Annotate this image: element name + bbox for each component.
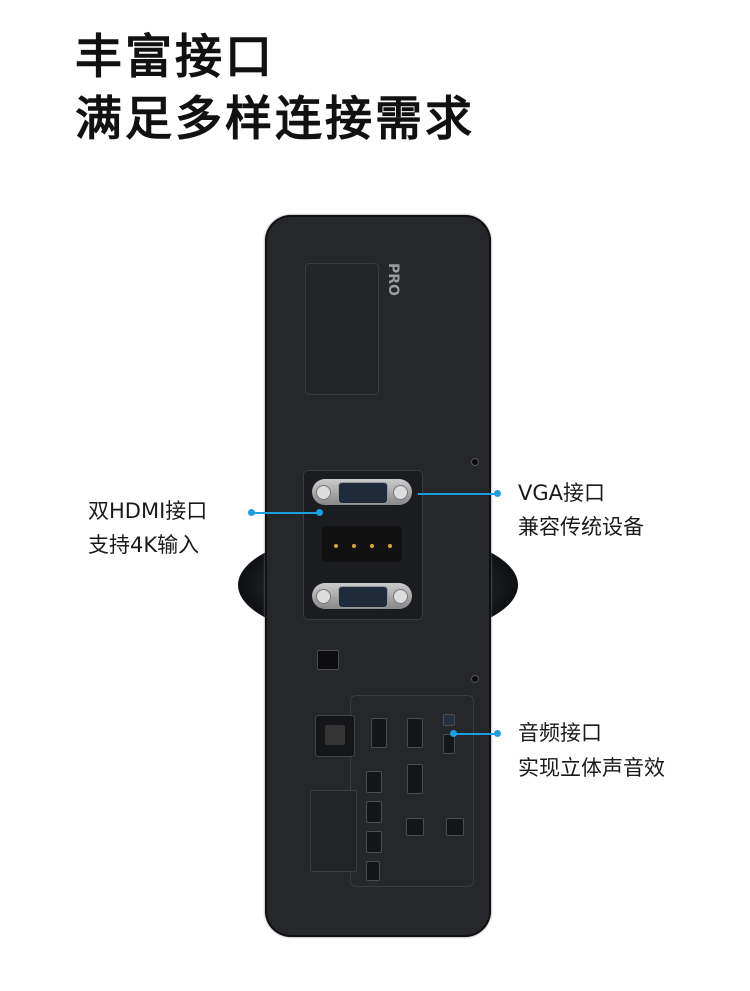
- hdmi-port: [366, 801, 382, 823]
- screw-hole: [471, 675, 479, 683]
- label-area: [305, 263, 379, 395]
- hdmi-title: 双HDMI接口: [88, 499, 208, 523]
- hdmi-leader-line: [252, 512, 320, 514]
- audio-dot: [494, 730, 501, 737]
- hdmi-port: [366, 771, 382, 793]
- screw-hole: [471, 458, 479, 466]
- vga-leader-line: [418, 493, 498, 495]
- usb-b-port: [446, 818, 464, 836]
- usb-port: [366, 861, 380, 881]
- hdmi-port-1: [312, 479, 412, 505]
- vga-port: [407, 718, 423, 748]
- audio-leader-line: [454, 733, 498, 735]
- serial-port: [371, 718, 387, 748]
- sensor-window: [317, 650, 339, 670]
- usb-b-port: [406, 818, 424, 836]
- vga-dot: [494, 490, 501, 497]
- brand-badge: PRO: [385, 263, 401, 296]
- hdmi-port: [366, 831, 382, 853]
- ac-power-inlet: [315, 715, 355, 757]
- projector-rear-panel: PRO: [265, 215, 491, 937]
- port-plate: [303, 470, 423, 620]
- audio-port: [443, 714, 455, 726]
- io-panel: [350, 695, 474, 887]
- hdmi-dot: [316, 509, 323, 516]
- cover-plate: [310, 790, 357, 872]
- vga-desc: 兼容传统设备: [518, 515, 644, 539]
- audio-desc: 实现立体声音效: [518, 756, 665, 780]
- hdmi-dot: [248, 509, 255, 516]
- vga-title: VGA接口: [518, 481, 606, 505]
- audio-dot: [450, 730, 457, 737]
- audio-title: 音频接口: [518, 721, 602, 745]
- usb-port: [443, 734, 455, 754]
- hdmi-desc: 支持4K输入: [88, 533, 200, 557]
- hdmi-port-2: [312, 583, 412, 609]
- headline-line2: 满足多样连接需求: [75, 92, 475, 147]
- vga-port: [407, 764, 423, 794]
- headline-line1: 丰富接口: [75, 30, 275, 85]
- power-connector: [322, 526, 402, 562]
